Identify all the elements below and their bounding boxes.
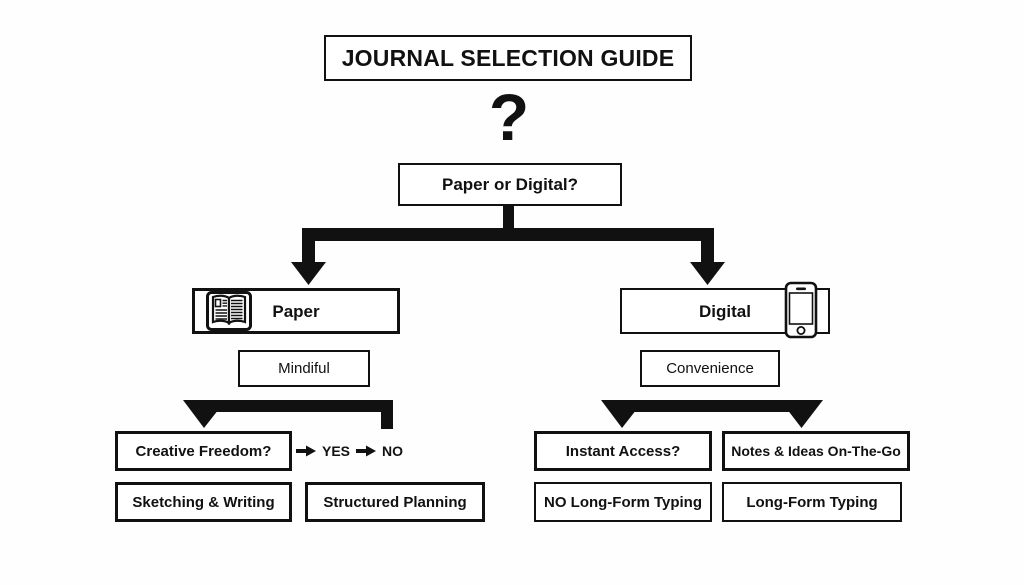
digital-subfork-right-arrowhead: [780, 400, 823, 428]
digital-subfork-left-arrowhead: [601, 400, 644, 428]
paper-subfork-left-arrowhead: [183, 400, 226, 428]
digital-subfork-bar: [615, 400, 809, 412]
main-fork-right-arrowhead: [690, 262, 725, 285]
answer-label-no: NO: [382, 443, 404, 459]
paper-subfork-bar: [197, 400, 393, 412]
decision-box-instant-access[interactable]: Instant Access?: [534, 431, 712, 471]
main-fork-bar: [302, 228, 714, 241]
arrow-right-icon-yes: [296, 445, 316, 457]
arrow-right-icon-no: [356, 445, 377, 457]
outcome-box-sketching-writing[interactable]: Sketching & Writing: [115, 482, 292, 522]
outcome-box-no-long-form-typing[interactable]: NO Long-Form Typing: [534, 482, 712, 522]
main-fork-left-arm: [302, 228, 315, 266]
open-book-icon: [206, 291, 252, 331]
root-decision-box[interactable]: Paper or Digital?: [398, 163, 622, 206]
branch-label-paper: Paper: [272, 301, 320, 321]
outcome-box-structured-planning[interactable]: Structured Planning: [305, 482, 485, 522]
branch-label-digital: Digital: [699, 301, 751, 321]
trait-box-convenience: Convenience: [640, 350, 780, 387]
trait-box-mindful: Mindiful: [238, 350, 370, 387]
outcome-box-long-form-typing[interactable]: Long-Form Typing: [722, 482, 902, 522]
main-fork-left-arrowhead: [291, 262, 326, 285]
paper-subfork-right-arm: [381, 400, 393, 429]
root-stem: [503, 206, 514, 234]
decision-box-creative-freedom[interactable]: Creative Freedom?: [115, 431, 292, 471]
page-title: JOURNAL SELECTION GUIDE: [324, 35, 692, 81]
smartphone-icon: [784, 281, 818, 339]
question-mark-icon: ?: [488, 80, 530, 154]
yes-no-path: YES NO: [296, 438, 403, 464]
main-fork-right-arm: [701, 228, 714, 266]
answer-label-yes: YES: [322, 443, 351, 459]
decision-box-notes-ideas-on-the-go[interactable]: Notes & Ideas On-The-Go: [722, 431, 910, 471]
